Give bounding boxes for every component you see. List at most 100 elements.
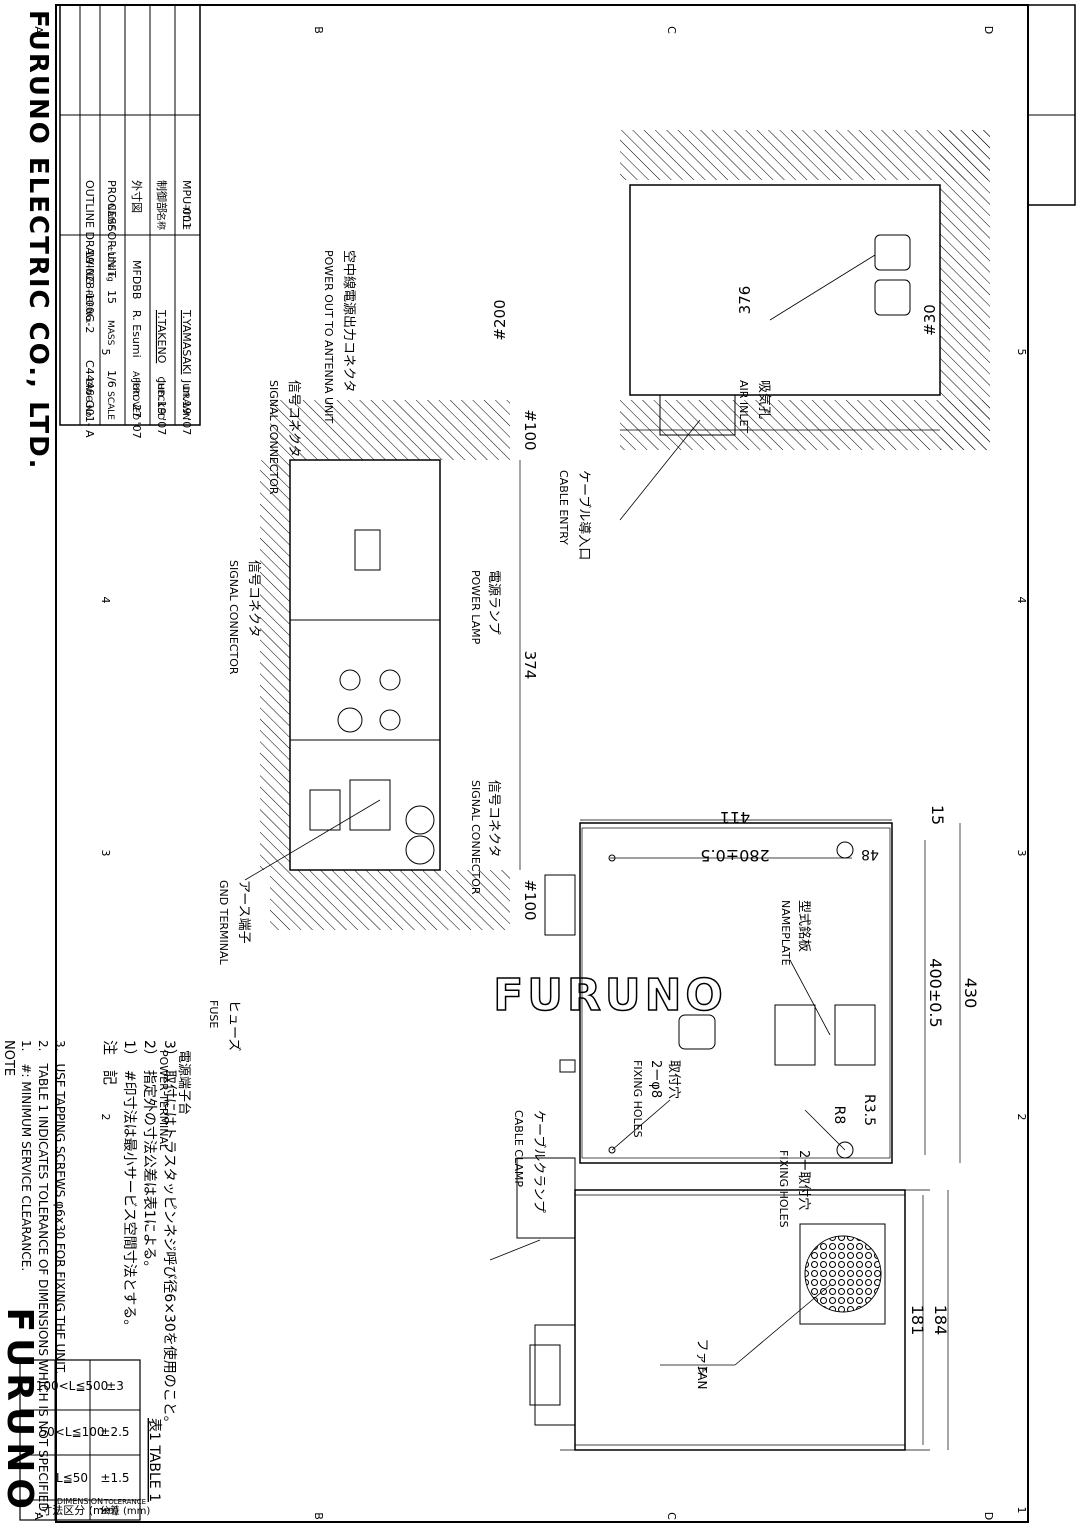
tb-mfd: MFDBB bbox=[130, 260, 143, 299]
fixing-holes-d8-jp2: 2ーφ8 bbox=[648, 1060, 663, 1098]
fan-label-en: FAN bbox=[695, 1367, 709, 1390]
notes-en-2: 2. TABLE 1 INDICATES TOLERANCE OF DIMENS… bbox=[36, 1040, 50, 1515]
cable-entry-jp: ケーブル導入口 bbox=[576, 470, 592, 560]
tb-meisho1: 制御部 bbox=[155, 180, 169, 213]
front-view-labels: 空中線電源出力コネクタ POWER OUT TO ANTENNA UNIT 信号… bbox=[157, 250, 501, 1151]
zone-col-4b: 4 bbox=[1015, 597, 1028, 604]
tb-name2: OUTLINE DRAWING bbox=[83, 180, 96, 285]
connector-panel bbox=[289, 459, 441, 871]
air-inlet-jp: 吸気孔 bbox=[756, 380, 772, 419]
zone-col-2: 2 bbox=[99, 1114, 112, 1121]
signal-conn-en-2: SIGNAL CONNECTOR bbox=[227, 560, 240, 675]
fixing-hole-top-right bbox=[836, 1141, 854, 1159]
notes-jp-heading: 注 記 bbox=[101, 1040, 119, 1085]
signal-conn-jp-2: 信号コネクタ bbox=[246, 560, 261, 637]
zone-row-d2: D bbox=[982, 26, 995, 34]
table-row-1-tol: ±1.5 bbox=[100, 1471, 129, 1485]
zone-col-2b: 2 bbox=[1015, 1114, 1028, 1121]
fixing-holes-d8-jp1: 取付穴 bbox=[666, 1060, 681, 1099]
dim-15: 15 bbox=[928, 805, 947, 825]
dim-100a: #100 bbox=[521, 409, 539, 450]
fixing-holes-2-jp: 2ー取付穴 bbox=[796, 1150, 811, 1210]
tb-dwg-no: C4446-G01- A bbox=[83, 360, 96, 438]
zone-row-a2: A bbox=[32, 26, 45, 34]
signal-conn-en-1: SIGNAL CONNECTOR bbox=[267, 380, 280, 495]
tb-checked-date: Jun.19 '07 bbox=[155, 379, 168, 435]
top-view: FURUNO 430 400±0.5 411 280±0.5 48 15 R3.… bbox=[489, 805, 980, 1261]
dim-r35: R3.5 bbox=[861, 1094, 877, 1126]
tb-approved-date: Jun. 27 '07 bbox=[130, 379, 143, 439]
zone-row-c2: C bbox=[665, 26, 678, 34]
zone-col-5b: 5 bbox=[1015, 349, 1028, 356]
tb-dwg-label: DWG.No. bbox=[83, 379, 93, 420]
tb-checked-name: T.TAKENO bbox=[155, 309, 168, 364]
zone-row-a: A bbox=[32, 1512, 45, 1520]
gnd-terminal-en: GND TERMINAL bbox=[217, 880, 230, 966]
fixing-holes-d8-en: FIXING HOLES bbox=[631, 1060, 644, 1138]
notes-en-3: 3. USE TAPPING SCREWS φ6x30 FOR FIXING T… bbox=[53, 1040, 67, 1374]
zone-markers: 1 2 3 4 5 1 2 3 4 5 A B C D A B C D bbox=[32, 26, 1028, 1520]
fuse-jp: ヒューズ bbox=[226, 1000, 242, 1051]
notes-jp-3: 3） 取付にはトラスタッピンネジ呼び径6×30を使用のこと。 bbox=[161, 1040, 178, 1430]
zone-col-1b: 1 bbox=[1015, 1507, 1028, 1514]
table-1: 表1 TABLE 1 寸法区分 (mm) DIMENSION 公差 (mm) T… bbox=[19, 1359, 162, 1521]
tb-approved-label: APPROVED bbox=[130, 371, 140, 420]
power-terminal-jp: 電源端子台 bbox=[176, 1050, 191, 1115]
processor-unit-rear bbox=[629, 184, 941, 396]
notes-en-1: 1. #: MINIMUM SERVICE CLEARANCE. bbox=[19, 1040, 33, 1271]
zone-col-5: 5 bbox=[99, 349, 112, 356]
power-terminal-en: POWER TERMINAL bbox=[157, 1050, 170, 1151]
tb-drawn-date: Jun.19 '07 bbox=[180, 379, 193, 435]
notes-jp-2: 2） 指定外の寸法公差は表1による。 bbox=[141, 1040, 157, 1274]
table-header-tol-jp: 公差 (mm) bbox=[100, 1504, 151, 1517]
notes-jp-1: 1） #印寸法は最小サービス空間寸法とする。 bbox=[121, 1040, 137, 1333]
tb-meisho-label: 名称 bbox=[155, 212, 167, 230]
signal-conn-jp-3: 信号コネクタ bbox=[486, 780, 501, 857]
power-lamp-jp: 電源ランプ bbox=[486, 570, 501, 635]
nameplate bbox=[834, 1004, 876, 1066]
tb-ref-no: 19-028-100G-2 bbox=[83, 250, 96, 333]
tb-drawn-label: DRAWN bbox=[180, 386, 190, 420]
tb-name-label: NAME bbox=[105, 204, 115, 231]
zone-row-d: D bbox=[982, 1512, 995, 1520]
notes: 注 記 1） #印寸法は最小サービス空間寸法とする。 2） 指定外の寸法公差は表… bbox=[1, 1040, 178, 1515]
zone-col-3: 3 bbox=[99, 850, 112, 857]
table-header-dim-en: DIMENSION bbox=[57, 1497, 103, 1506]
nameplate-en: NAMEPLATE bbox=[779, 900, 792, 966]
tb-title: MPU-001 bbox=[180, 180, 193, 229]
tb-ref-label: REF.No. bbox=[83, 290, 93, 323]
table-row-2-tol: ±2.5 bbox=[100, 1425, 129, 1439]
zone-col-4: 4 bbox=[99, 597, 112, 604]
power-lamp-en: POWER LAMP bbox=[469, 570, 482, 645]
dim-200: #200 bbox=[491, 299, 509, 340]
fixing-holes-2-en: FIXING HOLES bbox=[777, 1150, 790, 1228]
tb-checked-label: CHECKED bbox=[155, 376, 165, 420]
signal-conn-jp-1: 信号コネクタ bbox=[286, 380, 301, 457]
front-view: 374 #100 #100 bbox=[260, 400, 539, 930]
title-block: DRAWN Jun.19 '07 T.YAMASAKI CHECKED Jun.… bbox=[23, 4, 201, 471]
signal-conn-en-3: SIGNAL CONNECTOR bbox=[469, 780, 482, 895]
fan-grill bbox=[804, 1235, 882, 1313]
dim-374: 374 bbox=[521, 651, 539, 680]
tb-mass-label: MASS bbox=[105, 320, 115, 346]
fan-label-jp: ファン bbox=[694, 1338, 709, 1377]
dim-400: 400±0.5 bbox=[926, 958, 945, 1027]
table-row-3-tol: ±3 bbox=[106, 1379, 124, 1393]
power-out-en: POWER OUT TO ANTENNA UNIT bbox=[322, 250, 335, 423]
tb-meisho2: 外寸図 bbox=[130, 180, 144, 213]
table-header-tol-en: TOLERANCE bbox=[103, 1498, 146, 1506]
gnd-terminal-jp: アース端子 bbox=[236, 880, 251, 944]
dim-30: #30 bbox=[921, 304, 939, 336]
dim-100b: #100 bbox=[521, 879, 539, 920]
dim-280: 280±0.5 bbox=[700, 846, 769, 865]
furuno-unit-logo: FURUNO bbox=[493, 970, 727, 1021]
tb-name1: PROCESSOR UNIT bbox=[105, 180, 118, 278]
fixing-hole-top-left bbox=[836, 841, 854, 859]
dim-181: 181 bbox=[908, 1305, 927, 1336]
drawing-frame bbox=[55, 4, 1076, 1523]
dim-411: 411 bbox=[720, 808, 751, 827]
dim-430: 430 bbox=[961, 978, 980, 1009]
fuse-en: FUSE bbox=[207, 1000, 220, 1028]
